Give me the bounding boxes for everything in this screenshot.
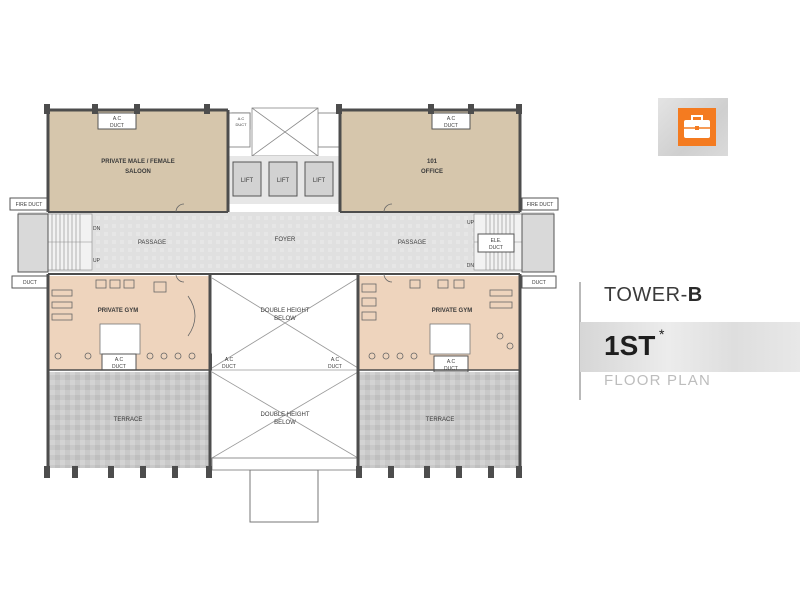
tower-title: TOWER-B <box>604 284 703 307</box>
label-ac-center-right-2: DUCT <box>328 364 342 370</box>
gym-left-toilet <box>99 323 141 355</box>
label-ac-saloon: A.C <box>113 116 122 122</box>
label-saloon: PRIVATE MALE / FEMALE <box>101 159 174 165</box>
briefcase-icon <box>684 115 710 138</box>
label-dn-left: DN <box>93 226 101 232</box>
duct-right <box>521 275 557 289</box>
label-ac-office: A.C <box>447 116 456 122</box>
tower-prefix: TOWER- <box>604 284 688 306</box>
label-double-height-2: DOUBLE HEIGHT <box>260 412 309 418</box>
terrace-left <box>48 372 210 468</box>
label-foyer: FOYER <box>275 237 296 243</box>
label-up-right: UP <box>467 220 475 226</box>
label-ele-2: DUCT <box>489 245 503 251</box>
terrace-right <box>358 372 520 468</box>
label-dn-right: DN <box>467 263 475 269</box>
label-office: OFFICE <box>421 169 443 175</box>
column-stubs <box>44 104 522 478</box>
label-saloon-2: SALOON <box>125 169 151 175</box>
label-lift-2: LIFT <box>277 178 290 184</box>
label-terrace-right: TERRACE <box>426 417 455 423</box>
label-ac-small-2: DUCT <box>235 122 247 127</box>
label-passage-right: PASSAGE <box>398 240 426 246</box>
label-fire-duct-left: FIRE DUCT <box>16 202 43 208</box>
lift-1 <box>232 161 262 197</box>
label-ac-center-left-2: DUCT <box>222 364 236 370</box>
label-ac-gym-right: A.C <box>447 359 456 365</box>
label-ac-saloon-2: DUCT <box>110 123 124 129</box>
office-room <box>340 110 520 212</box>
label-ac-gym-left-2: DUCT <box>112 364 126 370</box>
label-ele: ELE. <box>491 238 502 244</box>
toilet-right <box>317 112 341 148</box>
saloon-room <box>48 110 228 212</box>
category-tile <box>658 98 728 156</box>
label-lift-3: LIFT <box>313 178 326 184</box>
label-double-height-1: DOUBLE HEIGHT <box>260 308 309 314</box>
label-below-1: BELOW <box>274 316 296 322</box>
label-ac-small: A.C <box>238 116 245 121</box>
stair-left <box>47 213 93 271</box>
label-below-2: BELOW <box>274 420 296 426</box>
double-height-cross <box>211 277 359 459</box>
floor-number: 1ST <box>604 330 656 361</box>
label-lift-1: LIFT <box>241 178 254 184</box>
label-up-left: UP <box>93 258 101 264</box>
entrance-projection <box>249 469 319 523</box>
label-terrace-left: TERRACE <box>114 417 143 423</box>
label-duct-right: DUCT <box>532 280 546 286</box>
label-gym-right: PRIVATE GYM <box>432 308 472 314</box>
ele-duct <box>477 233 515 253</box>
label-gym-left: PRIVATE GYM <box>98 308 138 314</box>
gym-right-toilet <box>429 323 471 355</box>
label-passage-left: PASSAGE <box>138 240 166 246</box>
briefcase-icon-box <box>678 108 716 146</box>
ac-duct-office <box>431 112 471 130</box>
label-ac-gym-right-2: DUCT <box>444 366 458 372</box>
fire-duct-right <box>521 197 559 211</box>
floor-band: 1ST * <box>580 322 800 372</box>
label-ac-office-2: DUCT <box>444 123 458 129</box>
passage-band <box>18 212 554 272</box>
double-height-center <box>212 278 358 458</box>
label-ac-gym-left: A.C <box>115 357 124 363</box>
ac-duct-saloon <box>97 112 137 130</box>
label-ac-center-right: A.C <box>331 357 340 363</box>
lift-3 <box>304 161 334 197</box>
label-ac-center-left: A.C <box>225 357 234 363</box>
floor-asterisk: * <box>659 326 665 342</box>
gym-equipment-right <box>361 279 514 360</box>
label-duct-left: DUCT <box>23 280 37 286</box>
lift-2 <box>268 161 298 197</box>
floor-plan-label: FLOOR PLAN <box>604 372 712 389</box>
label-fire-duct-right: FIRE DUCT <box>527 202 554 208</box>
gym-equipment-left <box>51 279 196 360</box>
tower-letter: B <box>687 284 703 306</box>
label-office-no: 101 <box>427 159 438 165</box>
